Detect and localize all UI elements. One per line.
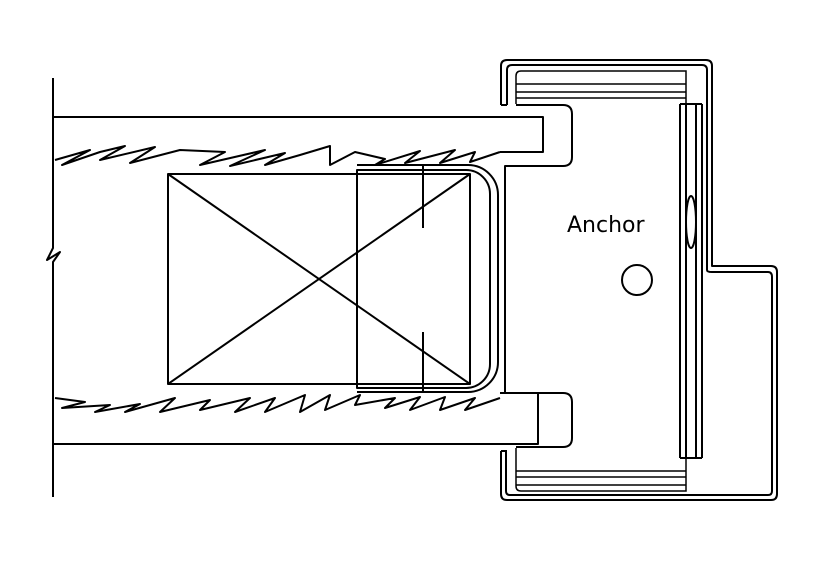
- anchor-strip: [679, 103, 703, 459]
- anchor-top-tab: [501, 104, 573, 452]
- anchor-frame-outer: [500, 59, 778, 501]
- upper-slab-break-line: [54, 145, 501, 167]
- anchor-frame-inner: [505, 64, 773, 496]
- u-channel-outer: [357, 164, 499, 393]
- u-channel-inner: [356, 169, 491, 389]
- anchor-top-lines: [515, 70, 687, 104]
- insulation-box-cross: [167, 173, 471, 385]
- anchor-label: Anchor: [567, 213, 645, 238]
- anchor-bolt-hole: [621, 264, 653, 296]
- lower-slab-break-line: [54, 394, 501, 413]
- upper-slab: [53, 116, 544, 153]
- insulation-box: [167, 173, 471, 385]
- wall-line: [46, 78, 61, 497]
- anchor-slot: [685, 195, 697, 249]
- anchor-bottom-lines: [515, 448, 687, 492]
